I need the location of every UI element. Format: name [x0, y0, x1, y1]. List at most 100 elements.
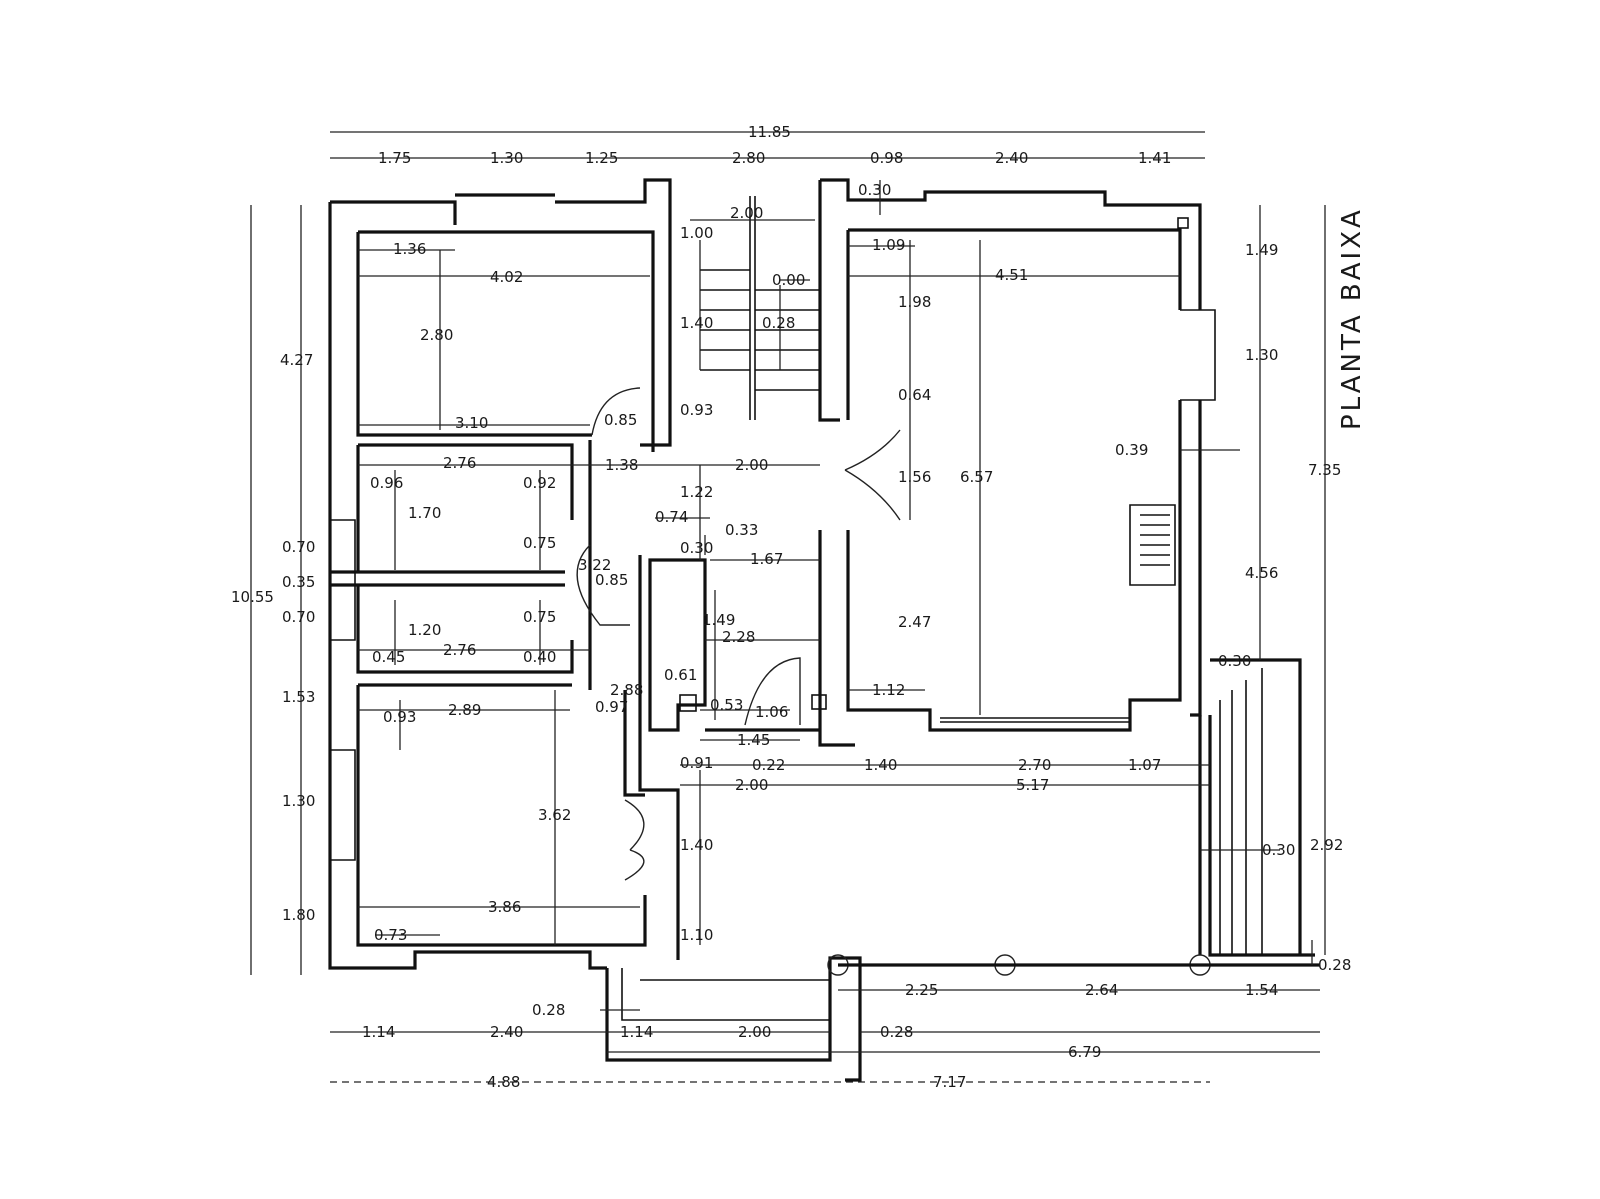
dim-room2-a: 0.93	[383, 708, 416, 726]
dim-stair-f: 0.93	[680, 401, 713, 419]
dim-room1-a: 1.36	[393, 240, 426, 258]
dim-room2-d: 3.62	[538, 806, 571, 824]
dim-left-f: 1.30	[282, 792, 315, 810]
secondary-lines	[330, 196, 1263, 1021]
walls	[328, 178, 1315, 1082]
dim-bath-i: 1.20	[408, 621, 441, 639]
dim-room1-c: 2.80	[420, 326, 453, 344]
doors	[576, 217, 1320, 976]
dim-right-a: 1.49	[1245, 241, 1278, 259]
dim-room2-e: 3.86	[488, 898, 521, 916]
dim-bottom-a: 2.25	[905, 981, 938, 999]
dim-living-d: 0.64	[898, 386, 931, 404]
dim-stair-d: 1.40	[680, 314, 713, 332]
dim-right-b: 1.30	[1245, 346, 1278, 364]
dim-left-a: 4.27	[280, 351, 313, 369]
dim-room1-b: 4.02	[490, 268, 523, 286]
dim-bath-a: 2.76	[443, 454, 476, 472]
dim-bath-f: 3.22	[578, 556, 611, 574]
dim-bath-j: 2.76	[443, 641, 476, 659]
dim-terrace-a: 1.40	[864, 756, 897, 774]
dim-top-c: 1.25	[585, 149, 618, 167]
dim-top-e: 0.98	[870, 149, 903, 167]
dim-room1-e: 0.85	[604, 411, 637, 429]
dim-top-a: 1.75	[378, 149, 411, 167]
dim-hall-d: 0.74	[655, 508, 688, 526]
dim-living-h: 2.47	[898, 613, 931, 631]
dim-hall-i: 2.28	[722, 628, 755, 646]
dim-hall-e: 0.33	[725, 521, 758, 539]
dim-bath-c: 0.92	[523, 474, 556, 492]
dim-right-total: 7.35	[1308, 461, 1341, 479]
dim-right-d: 0.30	[1218, 652, 1251, 670]
dim-hall-l: 0.53	[710, 696, 743, 714]
dim-living-a: 1.09	[872, 236, 905, 254]
dim-bottom-j: 6.79	[1068, 1043, 1101, 1061]
dim-hall-b: 2.00	[735, 456, 768, 474]
dim-living-c: 1.98	[898, 293, 931, 311]
dim-room2-c: 0.97	[595, 698, 628, 716]
dim-bottom-k: 4.88	[487, 1073, 520, 1091]
dim-hall-h: 1.49	[702, 611, 735, 629]
dim-living-i: 1.12	[872, 681, 905, 699]
dim-top-f: 2.40	[995, 149, 1028, 167]
dim-room2-b: 2.89	[448, 701, 481, 719]
dim-bath-l: 0.40	[523, 648, 556, 666]
dim-hall-g: 1.67	[750, 550, 783, 568]
dim-bath-e: 0.75	[523, 534, 556, 552]
dim-bath-d: 1.70	[408, 504, 441, 522]
dim-left-c: 0.35	[282, 573, 315, 591]
dim-top-d: 2.80	[732, 149, 765, 167]
dim-hall-f: 0.30	[680, 539, 713, 557]
dim-bath-h: 0.75	[523, 608, 556, 626]
dim-right-f: 2.92	[1310, 836, 1343, 854]
dimension-lines	[250, 131, 1326, 1083]
dim-terrace-f: 1.40	[680, 836, 713, 854]
dim-top-b: 1.30	[490, 149, 523, 167]
dim-room2-f: 0.73	[374, 926, 407, 944]
plan-title: PLANTA BAIXA	[1337, 207, 1367, 430]
dim-hall-k: 2.88	[610, 681, 643, 699]
dim-bottom-i: 0.28	[880, 1023, 913, 1041]
dim-right-c: 4.56	[1245, 564, 1278, 582]
dim-bottom-h: 2.00	[738, 1023, 771, 1041]
dim-stair-e: 0.28	[762, 314, 795, 332]
dim-living-g: 0.39	[1115, 441, 1148, 459]
dim-hall-j: 0.61	[664, 666, 697, 684]
dim-top-h: 0.30	[858, 181, 891, 199]
dim-bottom-l: 7.17	[933, 1073, 966, 1091]
dim-stair-c: 0.00	[772, 271, 805, 289]
dim-left-d: 0.70	[282, 608, 315, 626]
dim-bottom-e: 1.14	[362, 1023, 395, 1041]
dim-bath-k: 0.45	[372, 648, 405, 666]
dim-bottom-g: 1.14	[620, 1023, 653, 1041]
dim-hall-a: 1.38	[605, 456, 638, 474]
dim-hall-n: 1.45	[737, 731, 770, 749]
dim-terrace-e: 5.17	[1016, 776, 1049, 794]
dim-top-g: 1.41	[1138, 149, 1171, 167]
dim-left-total: 10.55	[231, 588, 274, 606]
dim-hall-p: 0.22	[752, 756, 785, 774]
dim-right-g: 0.28	[1318, 956, 1351, 974]
dim-terrace-d: 2.00	[735, 776, 768, 794]
dim-left-e: 1.53	[282, 688, 315, 706]
dim-top-total: 11.85	[748, 123, 791, 141]
dim-hall-o: 0.91	[680, 754, 713, 772]
dimension-labels: 11.85 1.75 1.30 1.25 2.80 0.98 2.40 1.41…	[231, 123, 1351, 1091]
dim-terrace-c: 1.07	[1128, 756, 1161, 774]
dim-right-e: 0.30	[1262, 841, 1295, 859]
dim-bath-b: 0.96	[370, 474, 403, 492]
dim-bottom-c: 1.54	[1245, 981, 1278, 999]
dim-bottom-f: 2.40	[490, 1023, 523, 1041]
dim-room1-d: 3.10	[455, 414, 488, 432]
dim-living-e: 1.56	[898, 468, 931, 486]
dim-terrace-g: 1.10	[680, 926, 713, 944]
dim-stair-b: 1.00	[680, 224, 713, 242]
dim-living-f: 6.57	[960, 468, 993, 486]
dim-bottom-b: 2.64	[1085, 981, 1118, 999]
dim-left-b: 0.70	[282, 538, 315, 556]
dim-bath-g: 0.85	[595, 571, 628, 589]
dim-bottom-d: 0.28	[532, 1001, 565, 1019]
dim-stair-a: 2.00	[730, 204, 763, 222]
